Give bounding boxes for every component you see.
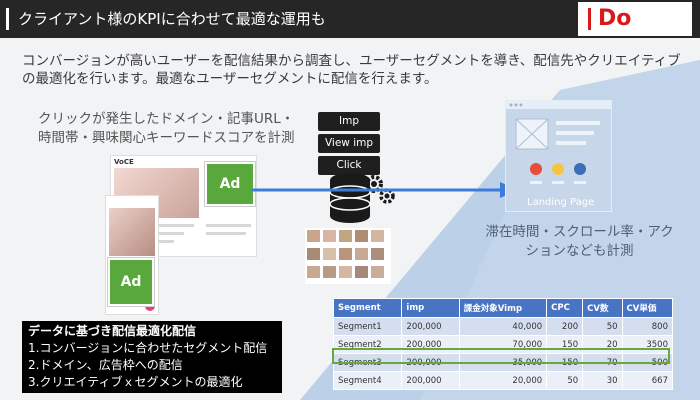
site-text-line xyxy=(206,232,246,235)
mobile-photo xyxy=(109,208,155,256)
table-header-row: Segment imp 課金対象Vimp CPC CV数 CV単価 xyxy=(332,298,674,318)
click-measure-description: クリックが発生したドメイン・記事URL・ 時間帯・興味関心キーワードスコアを計測 xyxy=(38,110,318,148)
table-cell: 200,000 xyxy=(401,317,460,336)
lp-desc-line1: 滞在時間・スクロール率・アク xyxy=(485,224,674,240)
click-desc-line2: 時間帯・興味関心キーワードスコアを計測 xyxy=(38,130,295,146)
lp-measure-description: 滞在時間・スクロール率・アク ションなども計測 xyxy=(472,223,687,261)
do-badge-bar xyxy=(588,8,591,30)
database-icon xyxy=(329,173,371,223)
do-badge-text: Do xyxy=(598,6,632,31)
mobile-ad[interactable]: Ad xyxy=(108,258,154,306)
metric-tag-click: Click xyxy=(318,156,380,175)
table-cell: 40,000 xyxy=(458,317,548,336)
segment3-highlight xyxy=(332,348,670,364)
summary-box: データに基づき配信最適化配信 1.コンバージョンに合わせたセグメント配信 2.ド… xyxy=(22,321,282,393)
table-cell: 30 xyxy=(582,371,623,390)
table-cell: 50 xyxy=(582,317,623,336)
table-row: Segment4 200,000 20,000 50 30 667 xyxy=(332,371,674,390)
intro-text: コンバージョンが高いユーザーを配信結果から調査し、ユーザーセグメントを導き、配信… xyxy=(22,53,681,87)
table-cell: 50 xyxy=(546,371,584,390)
table-cell: 20,000 xyxy=(458,371,548,390)
site-logo: VoCE xyxy=(114,158,134,166)
segment-table: Segment imp 課金対象Vimp CPC CV数 CV単価 Segmen… xyxy=(332,298,674,390)
summary-title: データに基づき配信最適化配信 xyxy=(28,324,197,338)
landing-page-mockup xyxy=(505,100,612,212)
summary-item: 2.ドメイン、広告枠への配信 xyxy=(28,358,183,372)
metric-tag-imp: Imp xyxy=(318,112,380,131)
table-cell: Segment4 xyxy=(332,371,403,390)
do-badge: Do xyxy=(578,2,692,36)
thumbnail-grid xyxy=(305,228,391,284)
column-header: imp xyxy=(401,298,460,318)
table-cell: 800 xyxy=(621,317,674,336)
table-cell: 200 xyxy=(546,317,584,336)
desktop-ad[interactable]: Ad xyxy=(205,162,255,206)
title-bar: クライアント様のKPIに合わせて最適な運用も Do xyxy=(0,0,700,38)
mobile-pink-dot-icon xyxy=(145,301,155,311)
metric-tag-view-imp: View imp xyxy=(318,134,380,153)
flow-arrow xyxy=(252,182,518,198)
table-cell: 200,000 xyxy=(401,371,460,390)
lp-desc-line2: ションなども計測 xyxy=(525,243,634,259)
site-text-line xyxy=(206,224,251,227)
landing-page-graphic xyxy=(506,101,611,184)
click-desc-line1: クリックが発生したドメイン・記事URL・ xyxy=(38,111,295,127)
landing-page-label: Landing Page xyxy=(527,197,595,208)
column-header: CPC xyxy=(546,298,584,318)
column-header: 課金対象Vimp xyxy=(458,298,548,318)
summary-item: 3.クリエイティブｘセグメントの最適化 xyxy=(28,375,243,389)
table-row: Segment1 200,000 40,000 200 50 800 xyxy=(332,317,674,336)
column-header: Segment xyxy=(332,298,403,318)
table-cell: 667 xyxy=(621,371,674,390)
summary-item: 1.コンバージョンに合わせたセグメント配信 xyxy=(28,341,268,355)
thumbnail-grid-image xyxy=(307,230,384,278)
title-accent-bar xyxy=(6,8,9,30)
page-title: クライアント様のKPIに合わせて最適な運用も xyxy=(18,10,326,28)
table-cell: Segment1 xyxy=(332,317,403,336)
column-header: CV数 xyxy=(582,298,623,318)
column-header: CV単価 xyxy=(621,298,674,318)
